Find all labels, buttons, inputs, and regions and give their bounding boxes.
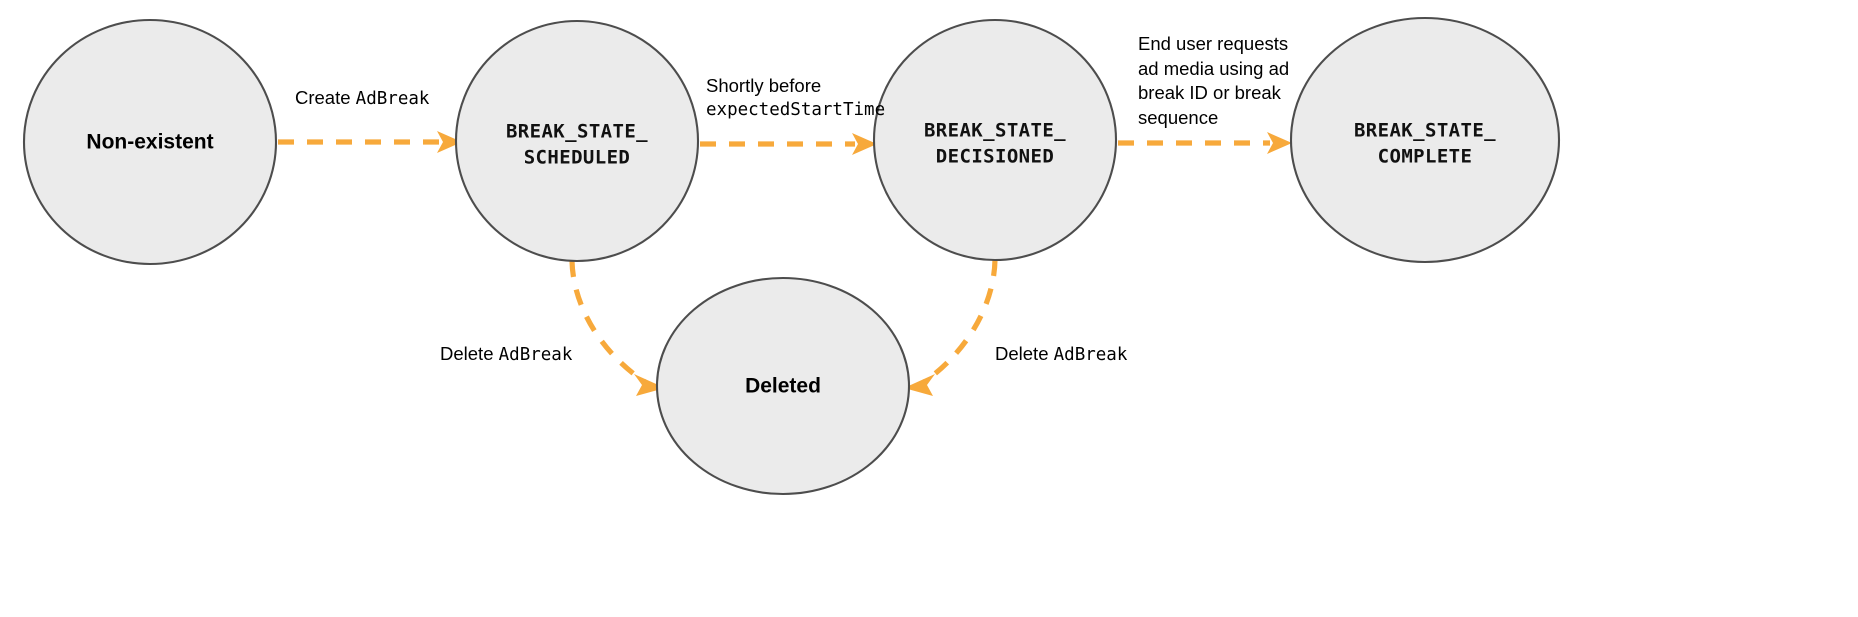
edge-label-line: End user requests <box>1138 32 1298 57</box>
node-shape[interactable] <box>1289 16 1561 264</box>
edge-label-text-run: Create <box>295 87 356 108</box>
edge-line <box>922 259 998 385</box>
edge-label-text-run: Delete <box>440 343 499 364</box>
edge-arrowhead-icon <box>1267 132 1292 154</box>
edge-arrowhead-icon <box>904 374 935 396</box>
node-shape[interactable] <box>454 19 700 263</box>
edge-label-line: break ID or break <box>1138 81 1298 106</box>
node-break-state-decisioned[interactable]: BREAK_STATE_ DECISIONED <box>872 18 1118 262</box>
edge-create-adbreak <box>278 131 462 153</box>
edge-arrowhead-icon <box>852 133 877 155</box>
edge-label-create-adbreak: Create AdBreak <box>295 86 465 111</box>
node-shape[interactable] <box>655 276 911 496</box>
edge-label-code-run: expectedStartTime <box>706 99 886 120</box>
edge-arrowhead-icon <box>634 374 665 396</box>
edge-end-user-requests <box>1118 132 1292 154</box>
edge-delete-from-decisioned <box>904 259 998 396</box>
edge-label-code-run: AdBreak <box>1053 345 1128 365</box>
edge-line <box>569 260 647 385</box>
node-shape[interactable] <box>22 18 278 266</box>
node-non-existent[interactable]: Non-existent <box>22 18 278 266</box>
node-label-line1: BREAK_STATE_ <box>924 120 1066 142</box>
edge-label-code-run: AdBreak <box>498 345 573 365</box>
node-shape[interactable] <box>872 18 1118 262</box>
edge-label-text-run: ad media using ad <box>1138 57 1290 79</box>
edge-label-line: Delete AdBreak <box>995 342 1170 367</box>
edge-label-text-run: sequence <box>1138 106 1219 128</box>
edge-label-delete-adbreak-from-decisioned: Delete AdBreak <box>995 342 1170 367</box>
node-break-state-scheduled[interactable]: BREAK_STATE_ SCHEDULED <box>454 19 700 263</box>
edge-label-line: expectedStartTime <box>706 99 886 122</box>
edge-arrowhead-icon <box>437 131 462 153</box>
edge-label-line: ad media using ad <box>1138 57 1298 82</box>
node-deleted[interactable]: Deleted <box>655 276 911 496</box>
edge-label-text-run: End user requests <box>1138 33 1289 54</box>
edge-label-line: Delete AdBreak <box>440 342 615 367</box>
edge-delete-from-scheduled <box>569 260 665 396</box>
edge-label-code-run: AdBreak <box>355 89 430 109</box>
edge-label-text-run: break ID or break <box>1138 82 1281 104</box>
node-label-line1: BREAK_STATE_ <box>1354 120 1496 142</box>
edge-label-line: Shortly before <box>706 74 886 99</box>
node-label-line1: BREAK_STATE_ <box>506 121 648 143</box>
node-label-line2: DECISIONED <box>936 146 1054 168</box>
node-label-line1: Deleted <box>745 375 821 398</box>
node-label-line2: COMPLETE <box>1378 146 1473 168</box>
edge-shortly-before <box>700 133 877 155</box>
edge-label-delete-adbreak-from-scheduled: Delete AdBreak <box>440 342 615 367</box>
node-break-state-complete[interactable]: BREAK_STATE_ COMPLETE <box>1289 16 1561 264</box>
node-label-line2: SCHEDULED <box>524 147 631 169</box>
edge-label-text-run: Shortly before <box>706 75 822 96</box>
node-label-line1: Non-existent <box>86 131 213 154</box>
edge-label-line: sequence <box>1138 106 1298 131</box>
edge-label-text-run: Delete <box>995 343 1054 364</box>
edge-label-end-user-requests-ad-media: End user requests ad media using ad break … <box>1138 32 1298 130</box>
edge-label-line: Create AdBreak <box>295 86 465 111</box>
edge-label-shortly-before-expectedstarttime: Shortly before expectedStartTime <box>706 74 886 122</box>
